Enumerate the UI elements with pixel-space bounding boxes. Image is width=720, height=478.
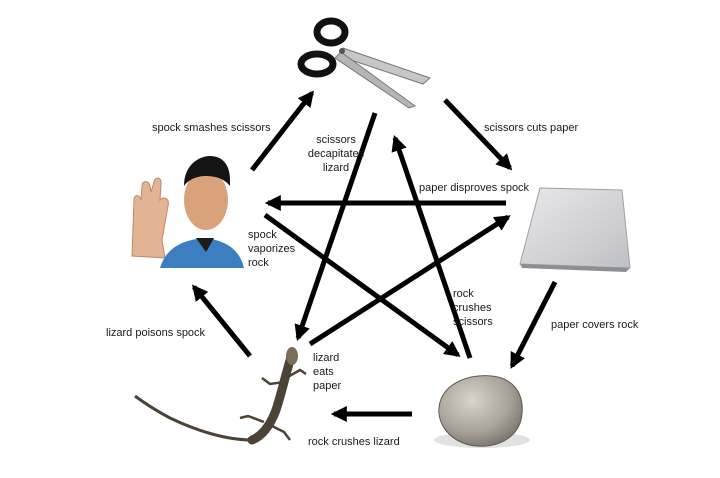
label-lizard-eats-paper: lizard eats paper — [313, 351, 341, 393]
label-line: paper — [313, 380, 342, 392]
arrow-spock-to-scissors — [250, 90, 314, 172]
label-rock-crushes-lizard: rock crushes lizard — [308, 436, 400, 448]
label-line: spock — [248, 229, 277, 241]
label-line: rock — [453, 288, 474, 300]
label-line: lizard — [322, 162, 350, 174]
label-line: scissors — [316, 134, 356, 146]
label-paper-covers-rock: paper covers rock — [551, 319, 639, 331]
label-spock-smashes-scissors: spock smashes scissors — [152, 122, 271, 134]
label-lizard-poisons-spock: lizard poisons spock — [106, 327, 206, 339]
rock-icon — [434, 375, 530, 448]
arrow-scissors-to-lizard — [294, 112, 378, 342]
label-line: decapitates — [307, 148, 365, 160]
spock-portrait-icon — [128, 156, 244, 268]
scissors-icon — [297, 17, 431, 109]
label-paper-disproves-spock: paper disproves spock — [419, 182, 530, 194]
label-rock-crushes-scissors: rock crushes scissors — [453, 287, 493, 329]
lizard-icon — [134, 347, 307, 445]
label-line: eats — [313, 366, 334, 378]
arrow-scissors-to-paper — [443, 98, 513, 171]
label-line: rock — [248, 257, 269, 269]
arrow-paper-to-rock — [509, 280, 558, 369]
label-line: scissors — [453, 316, 493, 328]
arrow-lizard-to-paper — [308, 214, 511, 347]
label-spock-vaporizes-rock: spock vaporizes rock — [248, 228, 295, 270]
arrow-lizard-to-spock — [191, 284, 252, 358]
arrow-spock-to-rock — [263, 212, 461, 358]
label-scissors-cuts-paper: scissors cuts paper — [484, 122, 579, 134]
label-line: crushes — [453, 302, 492, 314]
label-scissors-decapitates-lizard: scissors decapitates lizard — [296, 133, 376, 175]
label-line: lizard — [313, 352, 340, 364]
arrow-rock-to-scissors — [391, 134, 473, 359]
paper-sheet-icon — [519, 187, 631, 272]
label-line: vaporizes — [248, 243, 296, 255]
